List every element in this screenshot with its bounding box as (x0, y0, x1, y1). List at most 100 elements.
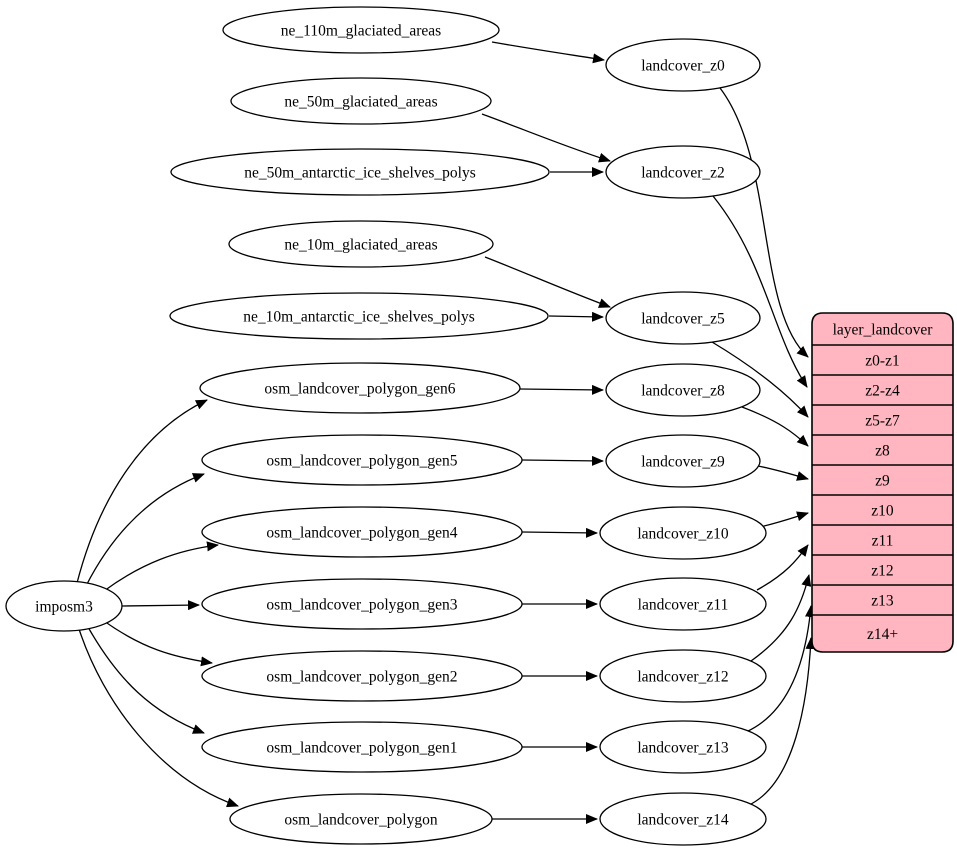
table-row-z10: z10 (871, 503, 894, 520)
edge-ne_10m_glaciated_areas-to-landcover_z5 (484, 256, 611, 308)
table-title: layer_landcover (833, 322, 934, 339)
edge-landcover_z14-to-layer_landcover-z14+ (746, 637, 816, 807)
node-landcover_z8: landcover_z8 (605, 363, 761, 417)
node-shape-osm_landcover_polygon_gen5 (201, 434, 523, 486)
node-shape-landcover_z11 (599, 577, 767, 631)
node-label-ne_50m_antarctic_ice_shelves_polys: ne_50m_antarctic_ice_shelves_polys (244, 165, 476, 182)
edge-imposm3-to-osm_landcover_polygon_gen6 (76, 399, 208, 584)
node-landcover_z14: landcover_z14 (599, 792, 767, 846)
edge-imposm3-to-osm_landcover_polygon_gen1 (87, 626, 205, 734)
edge-osm_landcover_polygon_gen6-to-landcover_z8 (519, 384, 604, 395)
table-row-z9: z9 (875, 473, 890, 490)
node-shape-ne_50m_antarctic_ice_shelves_polys (170, 148, 550, 196)
node-shape-ne_10m_glaciated_areas (228, 220, 494, 268)
node-label-landcover_z9: landcover_z9 (641, 454, 725, 471)
node-label-osm_landcover_polygon: osm_landcover_polygon (284, 812, 438, 829)
node-label-landcover_z8: landcover_z8 (641, 383, 725, 400)
node-osm_landcover_polygon_gen1: osm_landcover_polygon_gen1 (201, 721, 523, 773)
node-label-landcover_z5: landcover_z5 (641, 311, 725, 328)
node-osm_landcover_polygon_gen6: osm_landcover_polygon_gen6 (199, 362, 521, 414)
node-label-ne_110m_glaciated_areas: ne_110m_glaciated_areas (281, 23, 441, 40)
node-landcover_z13: landcover_z13 (599, 720, 767, 774)
edge-landcover_z5-to-layer_landcover-z5-z7 (711, 341, 809, 418)
edge-ne_50m_glaciated_areas-to-landcover_z2 (481, 113, 611, 163)
node-shape-ne_10m_antarctic_ice_shelves_polys (169, 292, 549, 340)
node-label-osm_landcover_polygon_gen2: osm_landcover_polygon_gen2 (266, 669, 457, 686)
edge-landcover_z8-to-layer_landcover-z8 (741, 406, 809, 447)
node-shape-landcover_z5 (605, 291, 761, 345)
node-landcover_z10: landcover_z10 (599, 506, 767, 560)
node-shape-landcover_z2 (605, 145, 761, 199)
edge-landcover_z0-to-layer_landcover-z0-z1 (719, 87, 809, 358)
node-osm_landcover_polygon_gen5: osm_landcover_polygon_gen5 (201, 434, 523, 486)
node-ne_10m_antarctic_ice_shelves_polys: ne_10m_antarctic_ice_shelves_polys (169, 292, 549, 340)
table-row-z11: z11 (872, 533, 894, 550)
node-shape-osm_landcover_polygon_gen6 (199, 362, 521, 414)
node-label-osm_landcover_polygon_gen3: osm_landcover_polygon_gen3 (266, 597, 457, 614)
node-label-landcover_z2: landcover_z2 (641, 165, 725, 182)
node-label-osm_landcover_polygon_gen1: osm_landcover_polygon_gen1 (266, 740, 457, 757)
node-shape-osm_landcover_polygon (229, 793, 493, 845)
table-row-z13: z13 (871, 593, 894, 610)
node-osm_landcover_polygon_gen3: osm_landcover_polygon_gen3 (201, 578, 523, 630)
node-shape-landcover_z9 (605, 434, 761, 488)
node-label-landcover_z10: landcover_z10 (637, 526, 728, 543)
node-shape-osm_landcover_polygon_gen1 (201, 721, 523, 773)
node-shape-ne_50m_glaciated_areas (230, 77, 492, 125)
edge-ne_10m_antarctic_ice_shelves_polys-to-landcover_z5 (548, 311, 604, 322)
node-label-imposm3: imposm3 (35, 599, 93, 616)
edge-imposm3-to-osm_landcover_polygon_gen2 (103, 620, 213, 667)
node-shape-landcover_z10 (599, 506, 767, 560)
node-label-landcover_z14: landcover_z14 (637, 812, 728, 829)
node-label-osm_landcover_polygon_gen4: osm_landcover_polygon_gen4 (266, 525, 457, 542)
table-row-z0-z1: z0-z1 (865, 353, 899, 370)
node-landcover_z9: landcover_z9 (605, 434, 761, 488)
node-label-landcover_z13: landcover_z13 (637, 740, 728, 757)
node-shape-landcover_z14 (599, 792, 767, 846)
table-layer_landcover: layer_landcoverz0-z1z2-z4z5-z7z8z9z10z11… (811, 312, 954, 653)
node-shape-imposm3 (5, 580, 123, 632)
node-ne_50m_glaciated_areas: ne_50m_glaciated_areas (230, 77, 492, 125)
edges-layer (76, 41, 816, 824)
node-label-landcover_z12: landcover_z12 (637, 669, 728, 686)
node-landcover_z2: landcover_z2 (605, 145, 761, 199)
edge-imposm3-to-osm_landcover_polygon (78, 628, 239, 808)
node-label-landcover_z11: landcover_z11 (638, 597, 729, 614)
table-layer: layer_landcoverz0-z1z2-z4z5-z7z8z9z10z11… (811, 312, 954, 653)
node-ne_110m_glaciated_areas: ne_110m_glaciated_areas (222, 6, 500, 54)
node-shape-landcover_z0 (605, 38, 761, 92)
node-shape-osm_landcover_polygon_gen4 (201, 506, 523, 558)
node-landcover_z0: landcover_z0 (605, 38, 761, 92)
node-imposm3: imposm3 (5, 580, 123, 632)
node-osm_landcover_polygon_gen4: osm_landcover_polygon_gen4 (201, 506, 523, 558)
table-outline (811, 312, 954, 653)
edge-osm_landcover_polygon_gen4-to-landcover_z10 (521, 527, 598, 538)
node-shape-landcover_z13 (599, 720, 767, 774)
node-landcover_z12: landcover_z12 (599, 649, 767, 703)
edge-landcover_z2-to-layer_landcover-z2-z4 (712, 195, 808, 388)
edge-landcover_z11-to-layer_landcover-z11 (756, 544, 809, 591)
table-row-z14+: z14+ (867, 626, 898, 643)
node-osm_landcover_polygon_gen2: osm_landcover_polygon_gen2 (201, 650, 523, 702)
table-row-z8: z8 (875, 443, 890, 460)
node-label-osm_landcover_polygon_gen5: osm_landcover_polygon_gen5 (266, 453, 457, 470)
node-label-osm_landcover_polygon_gen6: osm_landcover_polygon_gen6 (264, 381, 455, 398)
node-shape-osm_landcover_polygon_gen3 (201, 578, 523, 630)
node-osm_landcover_polygon: osm_landcover_polygon (229, 793, 493, 845)
node-shape-osm_landcover_polygon_gen2 (201, 650, 523, 702)
node-landcover_z5: landcover_z5 (605, 291, 761, 345)
edge-imposm3-to-osm_landcover_polygon_gen5 (85, 473, 205, 587)
edge-osm_landcover_polygon_gen5-to-landcover_z9 (521, 455, 604, 466)
edge-landcover_z12-to-layer_landcover-z12 (750, 574, 812, 662)
node-ne_50m_antarctic_ice_shelves_polys: ne_50m_antarctic_ice_shelves_polys (170, 148, 550, 196)
node-shape-landcover_z8 (605, 363, 761, 417)
node-ne_10m_glaciated_areas: ne_10m_glaciated_areas (228, 220, 494, 268)
node-label-ne_10m_antarctic_ice_shelves_polys: ne_10m_antarctic_ice_shelves_polys (243, 309, 475, 326)
edge-landcover_z9-to-layer_landcover-z9 (757, 465, 809, 481)
node-shape-landcover_z12 (599, 649, 767, 703)
node-label-ne_10m_glaciated_areas: ne_10m_glaciated_areas (284, 237, 437, 254)
node-label-ne_50m_glaciated_areas: ne_50m_glaciated_areas (284, 94, 437, 111)
edge-imposm3-to-osm_landcover_polygon_gen4 (103, 541, 219, 592)
